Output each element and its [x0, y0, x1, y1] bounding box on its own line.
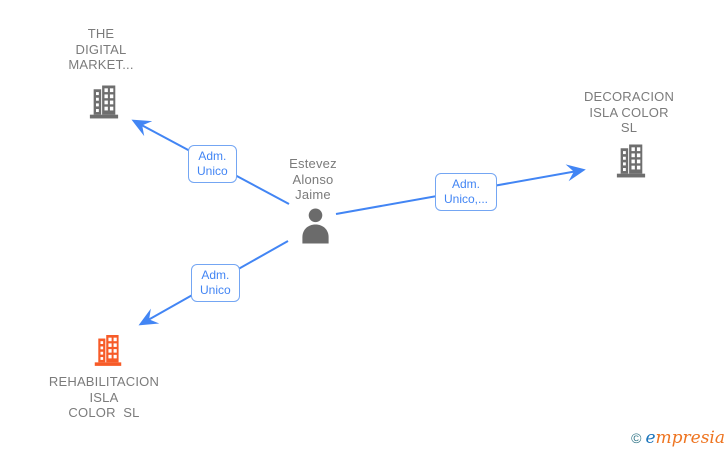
person-icon: [299, 208, 332, 248]
copyright-icon: ©: [631, 430, 642, 446]
building-icon: [615, 144, 647, 183]
building-icon: [93, 335, 123, 372]
edge-label-adm-unico-right[interactable]: Adm. Unico,...: [435, 173, 498, 211]
edge-label-adm-unico-bottom[interactable]: Adm. Unico: [191, 264, 240, 302]
empresia-wordmark-e: e: [645, 428, 656, 448]
node-label-company-top-left[interactable]: THE DIGITAL MARKET...: [68, 26, 134, 72]
empresia-logo[interactable]: © empresia: [631, 429, 725, 447]
empresia-wordmark: empresia: [645, 429, 725, 447]
edge-label-adm-unico-top[interactable]: Adm. Unico: [188, 145, 237, 183]
node-company-top-left[interactable]: [88, 83, 120, 125]
building-icon: [88, 85, 120, 124]
node-label-person[interactable]: Estevez Alonso Jaime: [289, 156, 337, 202]
node-company-right[interactable]: [615, 142, 647, 184]
empresia-wordmark-rest: mpresia: [655, 428, 726, 448]
node-company-bottom-left[interactable]: [93, 332, 123, 373]
node-label-company-bottom-left[interactable]: REHABILITACION ISLA COLOR SL: [48, 374, 160, 420]
node-person[interactable]: [299, 206, 332, 249]
node-label-company-right[interactable]: DECORACION ISLA COLOR SL: [583, 89, 675, 135]
